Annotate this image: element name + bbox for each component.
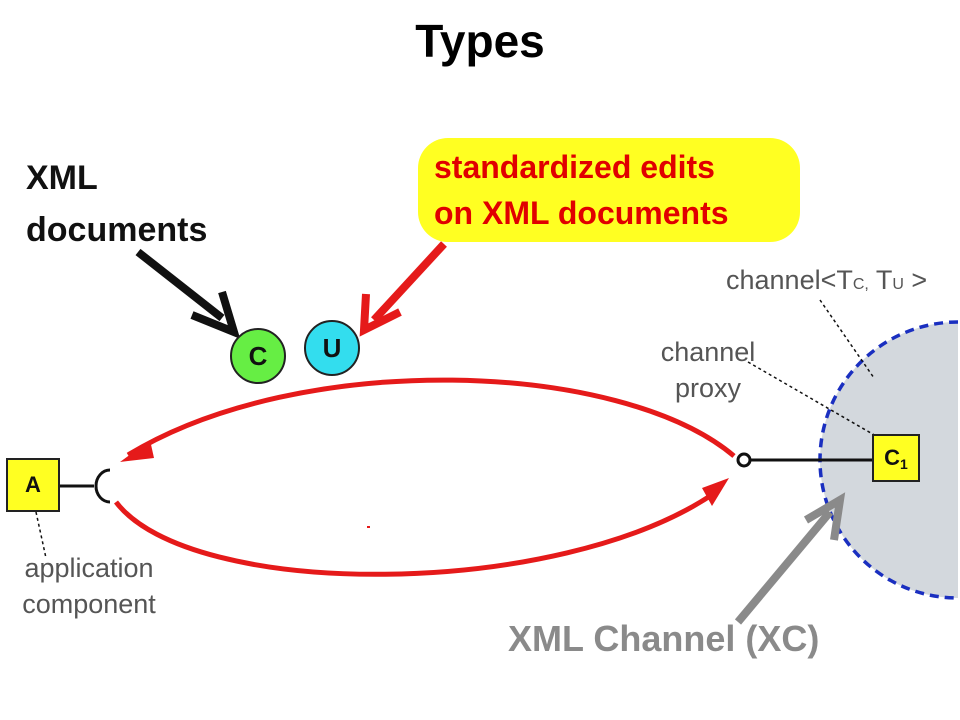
- black-arrow-icon: [190, 290, 241, 339]
- page-title: Types: [415, 15, 545, 67]
- edits-callout: standardized edits on XML documents: [418, 138, 800, 242]
- xml-documents-label: XML documents: [26, 152, 207, 256]
- channel-type-prefix: channel<T: [726, 265, 853, 295]
- app-component-leader: [35, 511, 47, 559]
- gray-arrow-icon: [803, 492, 846, 541]
- xml-documents-line2: documents: [26, 211, 208, 249]
- gray-pointer-shaft: [734, 509, 834, 625]
- app-component-line1: application: [24, 553, 154, 583]
- red-pointer-shaft: [371, 241, 447, 323]
- node-c[interactable]: C: [230, 328, 286, 384]
- node-c1-main: C: [884, 445, 901, 470]
- node-a[interactable]: A: [6, 458, 60, 512]
- black-arrow-shaft: [135, 248, 225, 322]
- channel-type-c-sub: C,: [852, 276, 869, 293]
- channel-proxy-line1: channel: [660, 337, 756, 367]
- app-component-label: application component: [6, 550, 172, 622]
- red-dot: [367, 526, 370, 528]
- xml-documents-line1: XML: [26, 159, 98, 197]
- red-arrow-icon: [359, 293, 402, 337]
- channel-type-leader: [819, 299, 875, 379]
- app-component-line2: component: [22, 589, 156, 619]
- channel-proxy-leader: [747, 361, 877, 437]
- channel-type-suffix: >: [903, 265, 928, 295]
- red-flow-arc-bottom: [114, 489, 718, 577]
- node-c1-sub: 1: [900, 456, 908, 472]
- edits-callout-line2: on XML documents: [434, 195, 729, 231]
- channel-proxy-label: channel proxy: [646, 334, 770, 406]
- xml-channel-label: XML Channel (XC): [508, 618, 820, 659]
- node-u[interactable]: U: [304, 320, 360, 376]
- channel-type-label: channel<TC, TU >: [726, 262, 927, 303]
- edits-callout-line1: standardized edits: [434, 149, 715, 185]
- channel-type-mid: T: [868, 265, 893, 295]
- red-arrow-icon: [702, 478, 729, 506]
- edits-callout-text: standardized edits on XML documents: [434, 144, 729, 236]
- channel-proxy-line2: proxy: [674, 373, 742, 403]
- red-arrow-icon: [120, 440, 154, 462]
- socket-icon: [94, 468, 111, 504]
- channel-type-u-sub: U: [892, 276, 904, 293]
- port-circle-icon: [736, 452, 752, 468]
- red-flow-arc-top: [126, 377, 736, 458]
